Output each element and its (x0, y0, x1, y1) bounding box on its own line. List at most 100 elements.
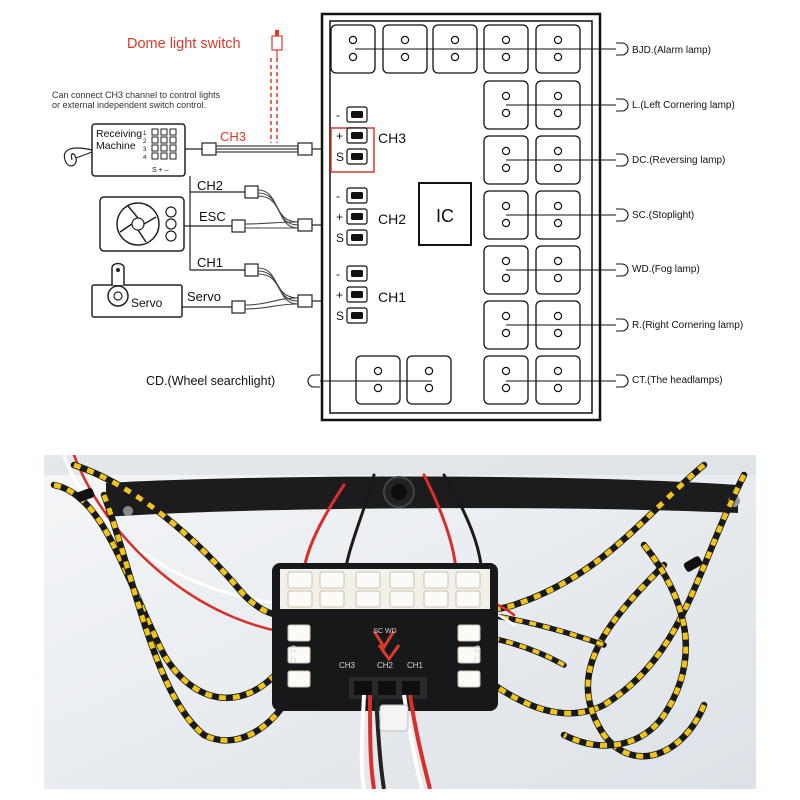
receiver-label-1: Receiving (96, 128, 142, 140)
receiver-pin (151, 128, 159, 136)
photo-socket (389, 571, 415, 589)
lamp-leaders (307, 42, 629, 388)
wiring-diagram: Dome light switch Can connect CH3 channe… (52, 12, 743, 422)
receiver-pin (160, 136, 168, 144)
channel-label: CH3 (378, 130, 406, 146)
dome-light-label: Dome light switch (127, 36, 241, 52)
photo-socket (287, 590, 313, 608)
channel-pin-polarity: S (336, 309, 344, 323)
photo-side-right-d: D (474, 655, 481, 665)
photo-socket (389, 590, 415, 608)
photo-side-left-c: C (290, 644, 297, 654)
ch3-wire (185, 142, 322, 156)
channel-pin (351, 234, 363, 241)
channel-pin (351, 111, 363, 118)
photo-socket (455, 571, 481, 589)
board-label: SC WD (373, 628, 396, 635)
lamp-socket (535, 355, 581, 405)
receiver-pin (169, 136, 177, 144)
lamp-socket (406, 355, 452, 405)
photo-socket (423, 571, 449, 589)
channel-pin-polarity: + (336, 288, 343, 302)
receiver-pin-2: 2 (143, 139, 147, 145)
photo-side-right-c: C (474, 644, 481, 654)
antenna-icon (63, 147, 93, 167)
ic-label: IC (436, 206, 454, 226)
photo-ch2-label: CH2 (377, 661, 394, 670)
receiver-pin (160, 128, 168, 136)
channel-pin-polarity: - (336, 267, 340, 281)
note-line-1: Can connect CH3 channel to control light… (52, 90, 221, 100)
receiver-pin (169, 144, 177, 152)
ic-chip (418, 182, 472, 246)
lamp-socket (483, 355, 529, 405)
photo-ch3-label: CH3 (339, 661, 356, 670)
channel-pin-polarity: S (336, 150, 344, 164)
receiver-pin (151, 152, 159, 160)
receiver-pin (169, 152, 177, 160)
channel-pin (351, 153, 363, 160)
photo-side-left-d: D (290, 655, 297, 665)
channel-pin-groups: - + S CH3 - + S CH2 - + S CH1 (336, 106, 406, 324)
channel-pin (351, 213, 363, 220)
photo-socket (319, 571, 345, 589)
lamp-label-l: L.(Left Cornering lamp) (632, 100, 735, 111)
lamp-socket (355, 355, 401, 405)
channel-pin-polarity: S (336, 231, 344, 245)
channel-pin (351, 312, 363, 319)
receiver-pin (151, 136, 159, 144)
channel-pin-polarity: - (336, 108, 340, 122)
ch2-wire (184, 185, 322, 233)
esc-label: ESC (199, 209, 226, 224)
control-board: SC WD CH3 CH2 CH1 C D C D (272, 563, 498, 711)
photo-socket (423, 590, 449, 608)
dome-switch-icon (271, 30, 283, 58)
socket-strip-top (280, 569, 490, 609)
cable-tie-icon (683, 556, 703, 572)
channel-label: CH2 (378, 211, 406, 227)
lamp-label-dc: DC.(Reversing lamp) (632, 155, 725, 166)
channel-pin (351, 291, 363, 298)
photo-socket (287, 571, 313, 589)
receiver-pin (151, 144, 159, 152)
lamp-label-wd: WD.(Fog lamp) (632, 264, 700, 275)
channel-pin (351, 270, 363, 277)
logo-mark-icon (372, 630, 401, 662)
photo-socket (319, 590, 345, 608)
receiver-pin (160, 152, 168, 160)
ch2-wire-label: CH2 (197, 178, 223, 193)
lamp-label-sc: SC.(Stoplight) (632, 210, 694, 221)
receiver-pin-header (151, 128, 177, 160)
esc-module (99, 196, 185, 252)
receiver-pin (169, 128, 177, 136)
channel-pin-polarity: - (336, 189, 340, 203)
photo-socket (455, 590, 481, 608)
ch1-wire-label: CH1 (197, 255, 223, 270)
lamp-label-bjd: BJD.(Alarm lamp) (632, 45, 711, 56)
ch3-wire-label: CH3 (220, 129, 246, 144)
receiver-pin-1: 1 (143, 131, 147, 137)
servo-label: Servo (187, 289, 221, 304)
servo-module: Servo (91, 262, 183, 318)
servo-horn-icon (111, 262, 125, 285)
screw-icon-left (123, 506, 133, 516)
photo-ch1-label: CH1 (407, 661, 424, 670)
photo-socket (355, 590, 381, 608)
receiver-module: Receiving Machine 1 2 3 4 S + – (63, 123, 186, 177)
cable-tie-icon (75, 488, 95, 502)
channel-pin (351, 132, 363, 139)
receiver-pin (160, 144, 168, 152)
servo-body-label: Servo (131, 296, 163, 310)
mounting-bar (106, 476, 738, 517)
receiver-pin-4: 4 (143, 155, 147, 161)
channel-label: CH1 (378, 289, 406, 305)
channel-pin-polarity: + (336, 129, 343, 143)
ch1-wire (182, 263, 322, 314)
searchlight-label: CD.(Wheel searchlight) (146, 374, 275, 388)
photo-socket (355, 571, 381, 589)
installed-board-photo: SC WD CH3 CH2 CH1 C D C D (44, 455, 756, 789)
lamp-label-r: R.(Right Cornering lamp) (632, 320, 743, 331)
receiver-polarity: S + – (152, 167, 169, 174)
lamp-label-ct: CT.(The headlamps) (632, 375, 723, 386)
channel-pin-polarity: + (336, 210, 343, 224)
